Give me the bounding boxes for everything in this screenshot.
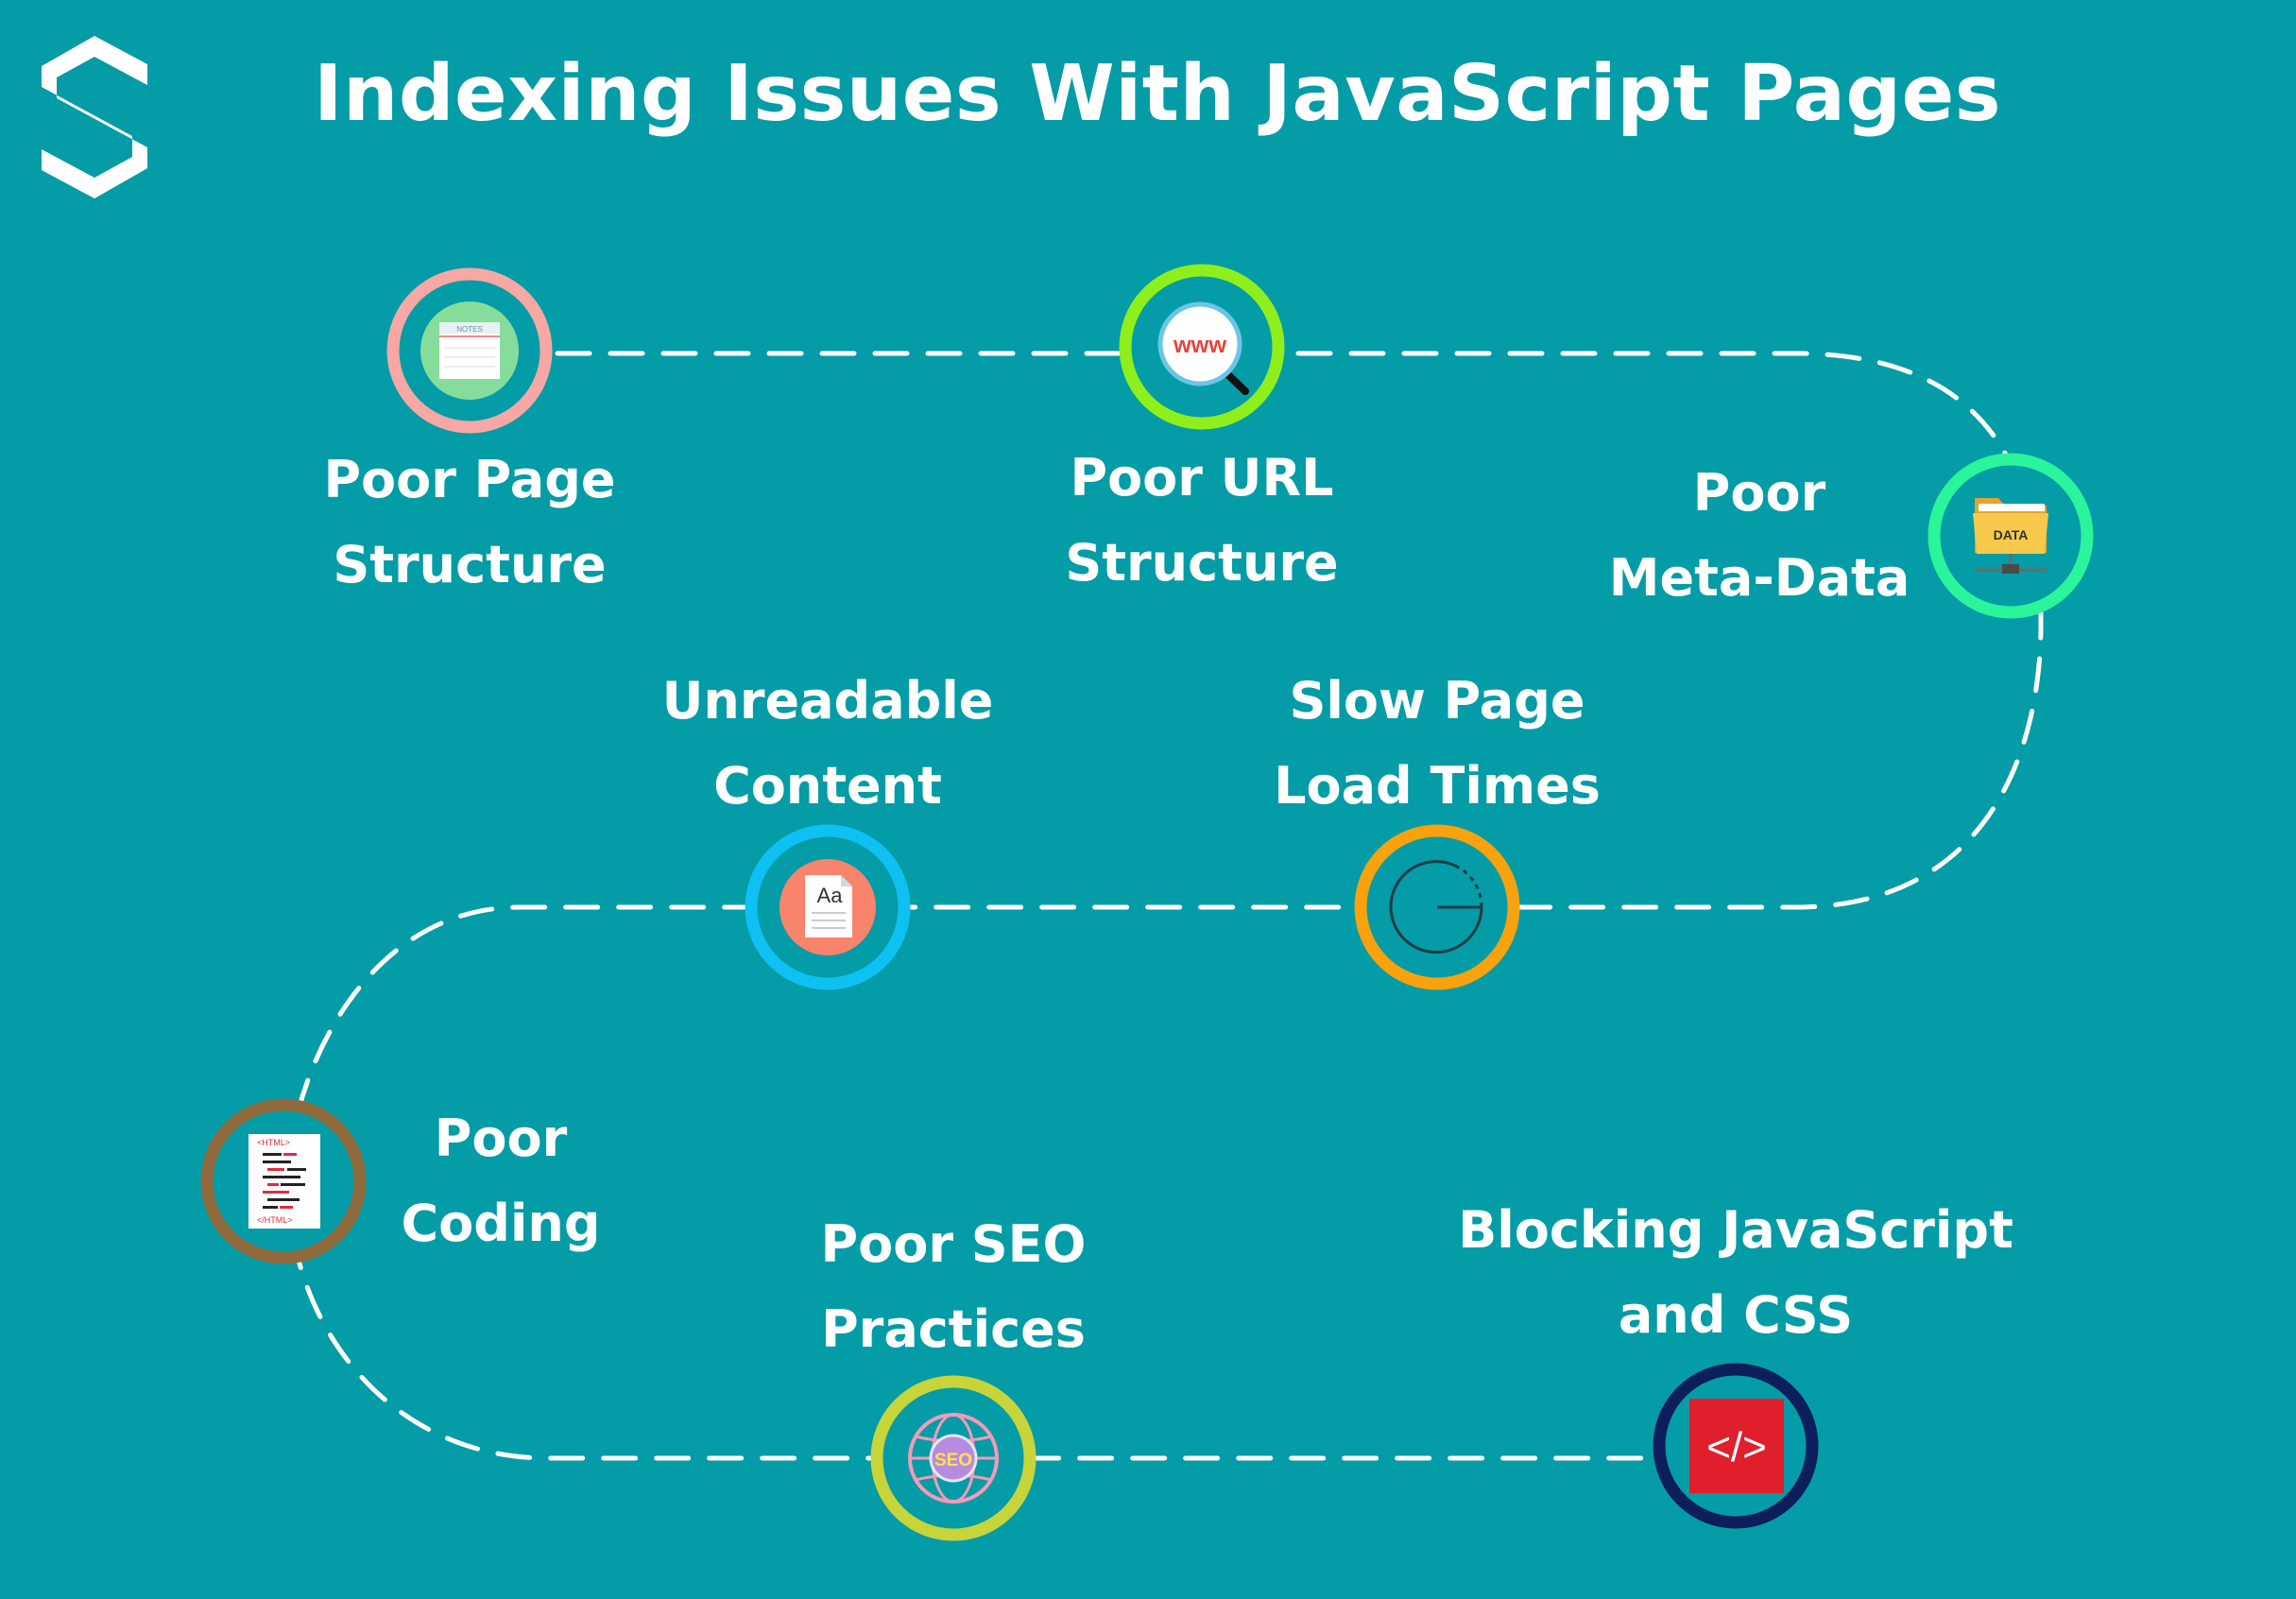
- label-line-2: Structure: [1065, 533, 1339, 593]
- label-unreadable-content: Unreadable Content: [639, 659, 1017, 829]
- brand-s-logo: [42, 36, 147, 198]
- label-line-1: Poor URL: [1070, 448, 1334, 507]
- svg-text:www: www: [1173, 333, 1226, 358]
- step-icon-poor-meta-data: DATA: [1928, 453, 2094, 619]
- step-icon-slow-page-load-times: [1354, 824, 1520, 990]
- label-line-2: Load Times: [1274, 756, 1601, 816]
- label-line-1: Poor Page: [323, 450, 616, 509]
- step-icon-blocking-javascript-css: </>: [1653, 1363, 1819, 1529]
- label-line-2: Structure: [333, 535, 607, 594]
- html-document-icon: <HTML> </HTML>: [248, 1134, 320, 1229]
- connector-path: [285, 351, 2044, 1461]
- label-line-2: Meta-Data: [1608, 548, 1910, 608]
- label-line-2: Coding: [401, 1194, 601, 1253]
- step-icon-poor-url-structure: www: [1119, 264, 1285, 430]
- html-open-tag: <HTML>: [257, 1138, 290, 1147]
- label-line-2: Content: [713, 756, 942, 816]
- step-icon-poor-coding: <HTML> </HTML>: [200, 1098, 367, 1264]
- page-title: Indexing Issues With JavaScript Pages: [313, 49, 2002, 139]
- data-folder-icon: DATA: [1973, 498, 2048, 574]
- label-poor-coding: Poor Coding: [359, 1096, 643, 1266]
- label-line-1: Unreadable: [661, 671, 994, 731]
- step-icon-unreadable-content: Aa: [745, 824, 911, 990]
- label-line-1: Poor: [1692, 463, 1826, 523]
- label-line-1: Poor SEO: [820, 1214, 1087, 1274]
- step-icon-poor-page-structure: NOTES: [386, 267, 553, 434]
- label-line-2: Practices: [821, 1299, 1086, 1359]
- www-magnifier-icon: www: [1157, 301, 1249, 395]
- seo-globe-icon: SEO: [908, 1413, 999, 1504]
- seo-glyph: SEO: [934, 1451, 972, 1470]
- label-poor-meta-data: Poor Meta-Data: [1570, 451, 1948, 621]
- label-line-1: Blocking JavaScript: [1458, 1200, 2013, 1260]
- step-icon-poor-seo-practices: SEO: [870, 1375, 1037, 1541]
- svg-text:NOTES: NOTES: [456, 325, 483, 334]
- label-line-1: Slow Page: [1289, 671, 1585, 731]
- label-poor-url-structure: Poor URL Structure: [1013, 436, 1391, 606]
- label-poor-seo-practices: Poor SEO Practices: [764, 1202, 1142, 1372]
- label-blocking-javascript-css: Blocking JavaScript and CSS: [1405, 1188, 2066, 1358]
- label-poor-page-structure: Poor Page Structure: [281, 438, 659, 608]
- data-folder-label: DATA: [1994, 527, 2029, 542]
- loading-timer-icon: [1389, 860, 1483, 954]
- text-document-icon: Aa: [805, 875, 852, 937]
- label-slow-page-load-times: Slow Page Load Times: [1248, 659, 1626, 829]
- html-close-tag: </HTML>: [257, 1215, 293, 1225]
- code-glyph: </>: [1706, 1424, 1767, 1470]
- label-line-1: Poor: [434, 1109, 568, 1168]
- notes-icon: NOTES: [439, 322, 500, 379]
- code-tag-icon: </>: [1689, 1399, 1784, 1493]
- aa-glyph: Aa: [817, 884, 844, 907]
- label-line-2: and CSS: [1618, 1285, 1854, 1345]
